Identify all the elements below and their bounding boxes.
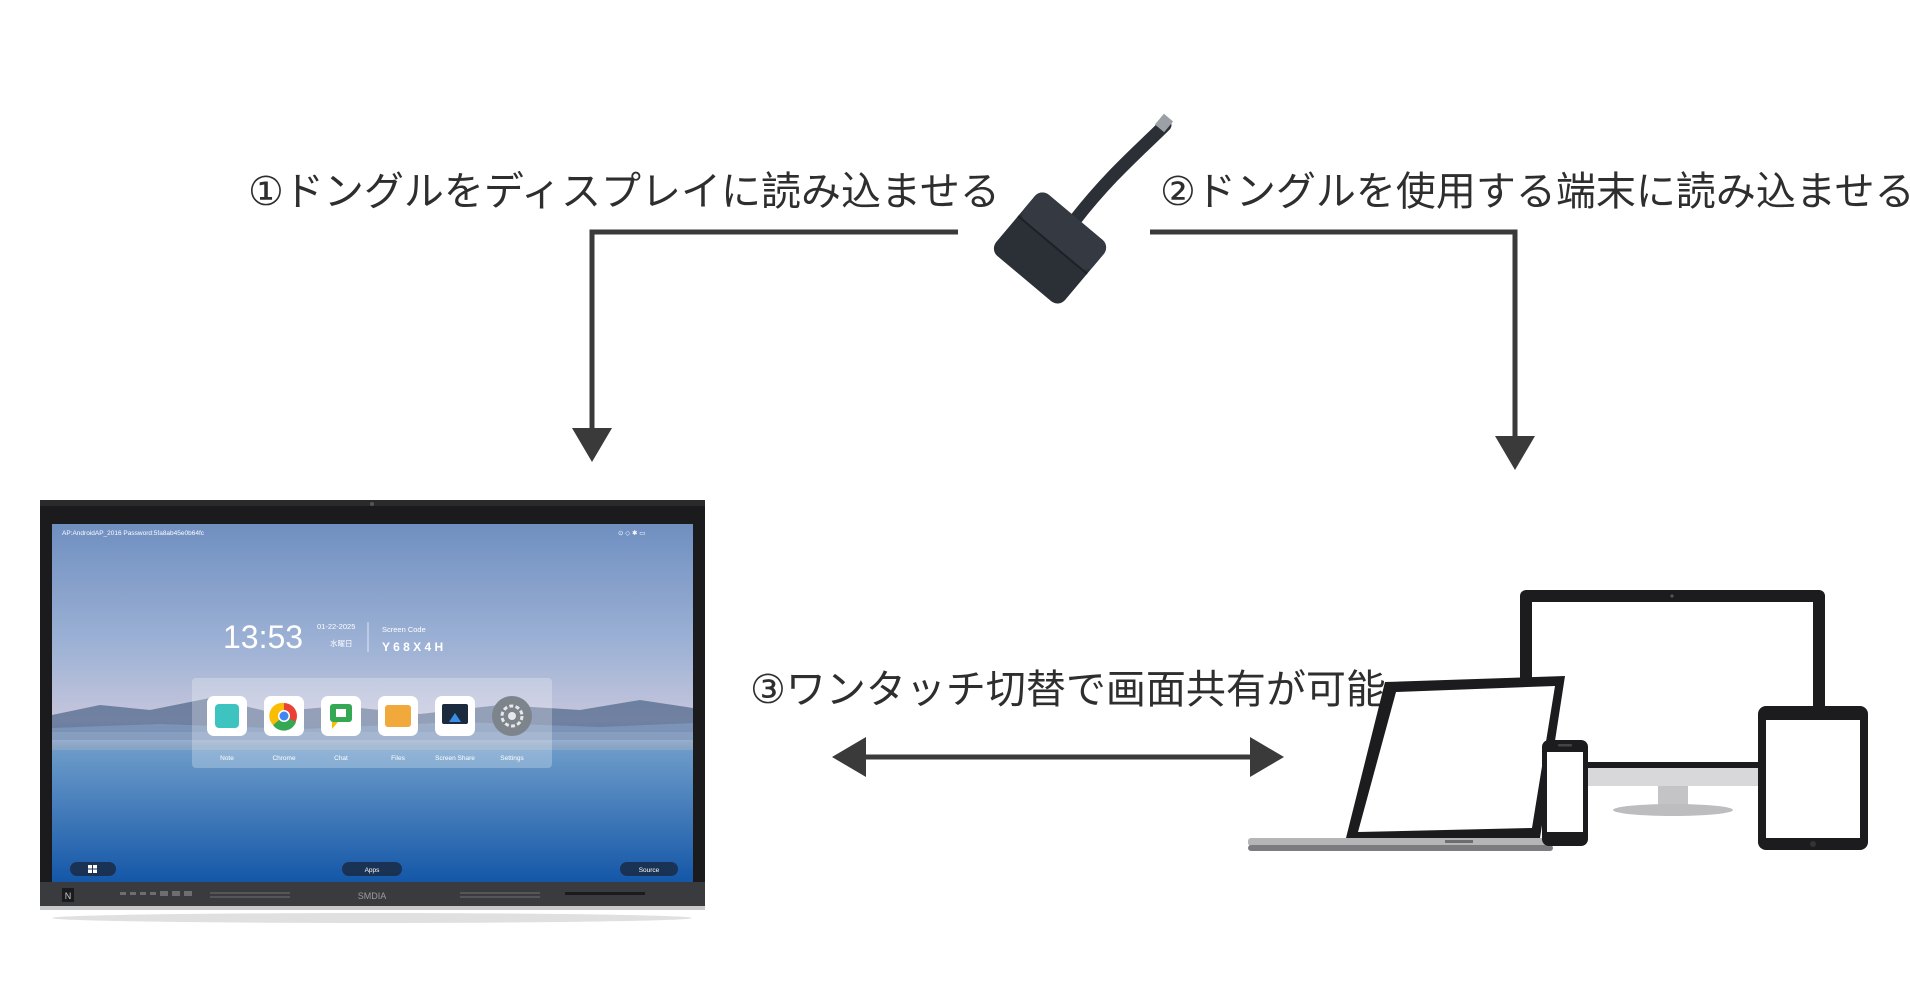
screen-code: Y 6 8 X 4 H [382,640,443,654]
arrow-to-devices [1150,229,1535,470]
laptop [1248,676,1565,851]
files-icon [385,705,411,727]
app-settings[interactable]: Settings [492,696,532,762]
note-icon [215,704,239,728]
app-note[interactable]: Note [207,696,247,762]
apps-button[interactable]: Apps [342,862,402,876]
front-ports [120,891,192,896]
desktop-monitor [1520,590,1825,816]
start-button[interactable] [70,862,116,876]
chrome-icon [269,702,297,731]
interactive-display: AP:AndroidAP_2016 Password:5fa8ab45e0b64… [40,500,705,923]
app-label-screen-share: Screen Share [435,755,475,762]
app-chrome[interactable]: Chrome [264,696,304,762]
pen-tray [565,892,645,895]
screen-code-label: Screen Code [382,625,426,634]
dongle-icon [993,113,1174,304]
app-label-chrome: Chrome [272,755,296,762]
chat-icon [330,704,352,729]
device-group [1248,590,1868,851]
clock: 13:53 [223,619,303,655]
smartphone [1542,740,1588,846]
app-label-settings: Settings [500,755,524,762]
app-label-chat: Chat [334,755,348,762]
app-label-note: Note [220,755,234,762]
date: 01-22-2025 [317,622,355,631]
step-2-label: ②ドングルを使用する端末に読み込ませる [1160,169,1910,215]
screen-share-icon [442,704,468,724]
app-files[interactable]: Files [378,696,418,762]
speaker-grille-left [210,892,290,898]
brand-logo: SMDIA [358,891,387,901]
nfc-icon [62,888,74,902]
apps-button-label: Apps [365,867,381,874]
gear-icon [500,704,524,728]
app-chat[interactable]: Chat [321,696,361,762]
source-button[interactable]: Source [620,862,678,876]
tablet [1758,706,1868,850]
status-text: AP:AndroidAP_2016 Password:5fa8ab45e0b64… [62,530,205,537]
status-icons: ⊙ ◇ ✱ ▭ [618,529,645,537]
app-screen-share[interactable]: Screen Share [435,696,475,762]
step-1-label: ①ドングルをディスプレイに読み込ませる [248,169,1000,215]
app-label-files: Files [391,755,405,762]
speaker-grille-right [460,892,540,898]
windows-icon [88,865,97,873]
step-3-label: ③ワンタッチ切替で画面共有が可能 [750,667,1386,713]
bidirectional-arrow [832,737,1284,777]
arrow-to-display [572,229,958,462]
weekday: 水曜日 [330,638,353,648]
svg-text:N: N [65,891,72,901]
source-button-label: Source [639,867,660,874]
